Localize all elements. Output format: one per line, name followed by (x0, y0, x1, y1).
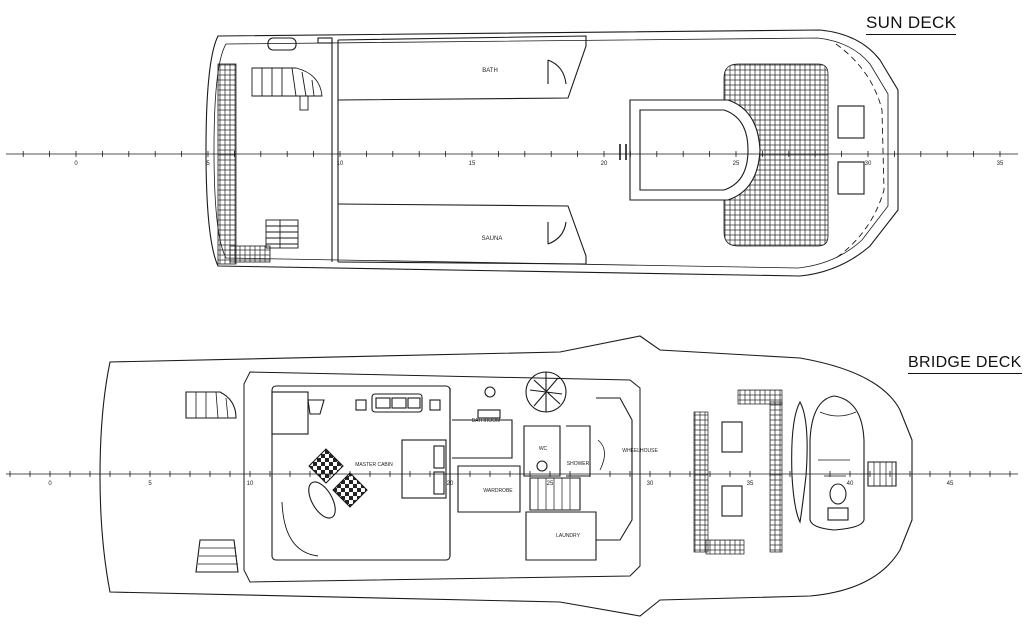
bow-ladder (867, 461, 897, 487)
bath-door-swing (547, 59, 567, 85)
sun-deck-forward-box-lower (837, 161, 865, 195)
wardrobe-label: WARDROBE (483, 488, 513, 494)
bridge-inner-stair (529, 477, 581, 511)
sun-deck-axis-tick-label: 10 (337, 161, 344, 167)
bridge-deck-axis-tick-label: 30 (647, 481, 654, 487)
kayak (791, 400, 808, 524)
coffee-table (308, 481, 336, 519)
chair (307, 399, 325, 415)
sun-deck-axis-tick-label: 5 (206, 161, 210, 167)
sun-deck-axis-tick-label: 25 (733, 161, 740, 167)
sauna-label: SAUNA (482, 236, 503, 242)
bathroom-outline (452, 419, 513, 459)
bridge-deck-axis-tick-label: 5 (148, 481, 152, 487)
sun-deck-aft-grating-left (217, 63, 237, 265)
desk (271, 391, 309, 435)
foredeck-rail-fwd (769, 401, 783, 553)
foredeck-rail-bottom (705, 539, 745, 555)
shower-outline (566, 425, 591, 477)
master-cabin-curve (281, 501, 319, 557)
wheelhouse-label: WHEELHOUSE (622, 448, 658, 454)
bridge-deck-axis-tick-label: 10 (247, 481, 254, 487)
sun-deck-pool-inner (639, 109, 749, 191)
sauna-door-swing (547, 221, 567, 245)
bridge-boarding-ladder (195, 539, 239, 573)
sun-deck-spiral-stair (251, 67, 323, 111)
tender-boat (809, 395, 865, 531)
bridge-deck-plan (99, 335, 913, 617)
foredeck-hatch-lower (721, 485, 743, 517)
foredeck-rail-aft (693, 411, 709, 553)
wardrobe-outline (457, 465, 521, 513)
sun-deck-aft-grating-bottom (229, 245, 271, 263)
bridge-deck-axis-tick-label: 45 (947, 481, 954, 487)
sauna-room-outline (337, 203, 587, 265)
sun-deck-forward-box-upper (837, 105, 865, 139)
wc-label: WC (539, 446, 548, 452)
laundry-label: LAUNDRY (556, 533, 580, 539)
bridge-deck-title: BRIDGE DECK (908, 354, 1022, 374)
sun-deck-axis-tick-label: 35 (997, 161, 1004, 167)
foredeck-hatch-upper (721, 421, 743, 453)
wc-outline (523, 425, 561, 477)
foredeck-rail-top (737, 389, 783, 405)
sun-deck-hatch (267, 37, 297, 51)
station-axes: 0 5 10 15 20 25 30 35 0 5 10 20 25 30 35 40 45 (6, 151, 1018, 487)
sun-deck-hull-outline (205, 29, 899, 277)
lounge-chair-left (308, 448, 344, 484)
bridge-deck-axis-tick-label: 35 (747, 481, 754, 487)
bathroom-label: BATHROOM (472, 418, 501, 424)
bath-label: BATH (482, 68, 498, 74)
sun-deck-axis-tick-label: 20 (601, 161, 608, 167)
armchair-right (429, 399, 441, 411)
sun-deck-axis-tick-label: 30 (865, 161, 872, 167)
bath-room-outline (337, 35, 587, 101)
bridge-deck-superstructure (243, 371, 641, 583)
sun-deck-axis-tick-label: 15 (469, 161, 476, 167)
bridge-deck-hull-outline (99, 335, 913, 617)
sun-deck-vent (317, 37, 333, 44)
sun-deck-bow-dashed (835, 43, 885, 259)
master-cabin-outline (271, 385, 451, 561)
shower-label: SHOWER (567, 461, 590, 467)
sofa (371, 393, 423, 413)
room-labels: BATH SAUNA MASTER CABIN BATHROOM WC SHOW… (355, 68, 658, 539)
wheelhouse-outline (596, 397, 633, 541)
lounge-chair-right (332, 472, 368, 508)
sun-deck-ladder (265, 219, 299, 249)
bridge-deck-axis-tick-label: 25 (547, 481, 554, 487)
laundry-outline (525, 511, 597, 561)
bridge-aft-stair (185, 391, 237, 419)
armchair-left (355, 399, 367, 411)
sun-deck-plan (205, 29, 899, 277)
sun-deck-bow-grating (723, 63, 829, 247)
bridge-deck-axis-tick-label: 40 (847, 481, 854, 487)
bridge-deck-axis-tick-label: 20 (447, 481, 454, 487)
sun-deck-title: SUN DECK (866, 13, 957, 35)
bed (401, 439, 447, 499)
master-cabin-label: MASTER CABIN (355, 462, 393, 468)
sun-deck-axis-tick-label: 0 (74, 161, 78, 167)
bridge-deck-axis-tick-label: 0 (48, 481, 52, 487)
